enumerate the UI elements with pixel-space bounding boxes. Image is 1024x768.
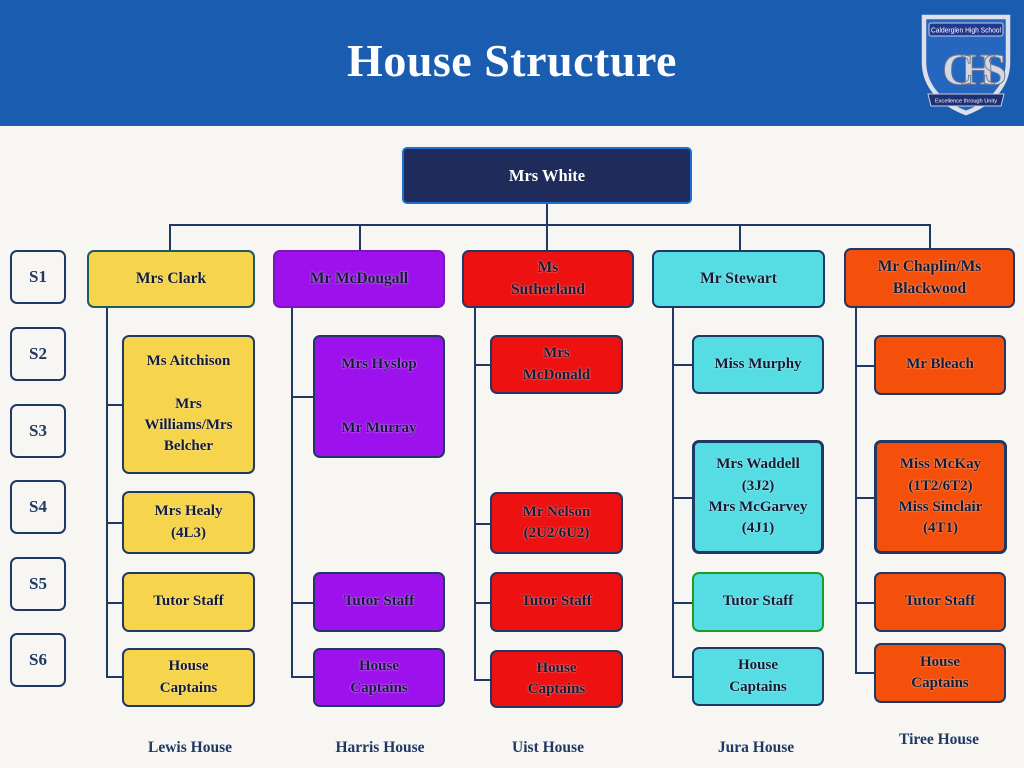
node-tiree-staff: Miss McKay (1T2/6T2) Miss Sinclair (4T1) <box>874 440 1007 554</box>
node-uist-tutor-staff: Tutor Staff <box>490 572 623 632</box>
logo-shield <box>921 14 1011 116</box>
connector <box>106 602 122 604</box>
connector <box>474 602 490 604</box>
connector <box>474 679 490 681</box>
year-badge-s3: S3 <box>10 404 66 458</box>
year-badge-s4: S4 <box>10 480 66 534</box>
node-tiree-tutor-staff: Tutor Staff <box>874 572 1006 632</box>
school-logo: Calderglen High School CHS Excellence th… <box>921 14 1014 116</box>
node-house-head-lewis: Mrs Clark <box>87 250 255 308</box>
node-lewis-house-captains: House Captains <box>122 648 255 707</box>
node-house-head-harris: Mr McDougall <box>273 250 445 308</box>
connector <box>855 602 874 604</box>
logo-motto: Excellence through Unity <box>935 98 997 104</box>
connector <box>291 308 293 677</box>
connector <box>929 224 931 248</box>
node-uist-house-captains: House Captains <box>490 650 623 708</box>
house-name-uist: Uist House <box>512 739 584 756</box>
connector <box>474 364 490 366</box>
year-badge-s2: S2 <box>10 327 66 381</box>
node-tiree-pupil-support: Mr Bleach <box>874 335 1006 395</box>
year-badge-s6: S6 <box>10 633 66 687</box>
connector <box>546 204 548 224</box>
connector <box>855 672 874 674</box>
logo-school-name: Calderglen High School <box>931 26 1001 35</box>
connector <box>672 364 692 366</box>
node-jura-staff: Mrs Waddell (3J2) Mrs McGarvey (4J1) <box>692 440 824 554</box>
connector <box>106 404 122 406</box>
connector <box>291 602 313 604</box>
node-jura-tutor-staff: Tutor Staff <box>692 572 824 632</box>
node-tiree-house-captains: House Captains <box>874 643 1006 703</box>
connector <box>546 224 548 250</box>
node-jura-pupil-support: Miss Murphy <box>692 335 824 394</box>
connector <box>291 676 313 678</box>
connector <box>474 523 490 525</box>
connector <box>291 396 313 398</box>
node-principal: Mrs White <box>402 147 692 204</box>
page-title: House Structure <box>347 35 677 86</box>
node-house-head-tiree: Mr Chaplin/Ms Blackwood <box>844 248 1015 308</box>
node-uist-staff: Mr Nelson (2U2/6U2) <box>490 492 623 554</box>
node-house-head-jura: Mr Stewart <box>652 250 825 308</box>
connector <box>855 365 874 367</box>
node-jura-house-captains: House Captains <box>692 647 824 706</box>
connector <box>106 676 122 678</box>
node-uist-pupil-support: Mrs McDonald <box>490 335 623 394</box>
node-lewis-pupil-support: Ms Aitchison Mrs Williams/Mrs Belcher <box>122 335 255 474</box>
connector <box>855 308 857 673</box>
connector <box>672 497 692 499</box>
node-harris-tutor-staff: Tutor Staff <box>313 572 445 632</box>
connector <box>855 497 874 499</box>
connector <box>359 224 361 250</box>
year-badge-s5: S5 <box>10 557 66 611</box>
node-lewis-tutor-staff: Tutor Staff <box>122 572 255 632</box>
connector <box>106 308 108 677</box>
year-badge-s1: S1 <box>10 250 66 304</box>
node-house-head-uist: Ms Sutherland <box>462 250 634 308</box>
house-name-lewis: Lewis House <box>148 739 232 756</box>
connector <box>672 676 692 678</box>
connector <box>672 602 692 604</box>
node-harris-house-captains: House Captains <box>313 648 445 707</box>
header-bar: House Structure Calderglen High School C… <box>0 0 1024 126</box>
house-name-tiree: Tiree House <box>899 731 979 748</box>
connector <box>169 224 930 226</box>
house-name-jura: Jura House <box>717 739 795 756</box>
connector <box>106 522 122 524</box>
connector <box>739 224 741 250</box>
house-name-harris: Harris House <box>335 739 425 756</box>
connector <box>169 224 171 250</box>
connector <box>474 308 476 679</box>
node-lewis-staff: Mrs Healy (4L3) <box>122 491 255 554</box>
connector <box>672 308 674 676</box>
node-harris-staff: Mrs Hyslop Mr Murray <box>313 335 445 458</box>
